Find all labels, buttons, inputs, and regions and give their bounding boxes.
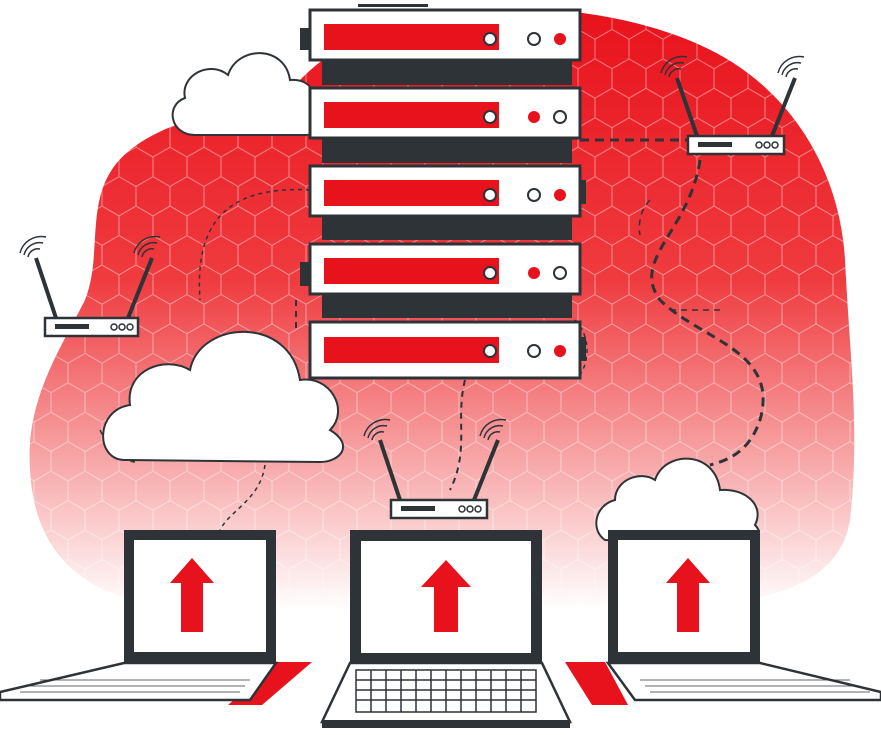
cloud-icon [102,52,760,547]
cloud-middle-left [102,330,344,464]
dashed-link-right-short-2 [638,199,651,236]
upload-arrow-icon [170,558,214,632]
router-center [363,418,507,520]
server-unit-5 [308,320,582,380]
upload-arrow-icon [421,560,471,632]
dashed-link-cloud-laptop-left [219,464,266,531]
router-left [19,235,161,338]
cloud-top-left [171,52,324,136]
connection-lines [99,138,765,531]
server-rack-icon [300,4,586,380]
dashed-link-rack-center-router [449,379,466,491]
laptop-left [0,530,312,705]
wifi-router-icon [19,55,805,520]
server-unit-1 [308,8,582,62]
dashed-link-left-cloud-rack [198,188,311,301]
dashed-link-router-right-cloud [650,159,765,467]
cloud-right [595,457,760,547]
upload-arrow-icon [666,558,710,632]
server-unit-4 [308,242,582,296]
router-top-right [660,55,805,156]
laptop-center [320,530,572,728]
laptop-right [565,530,881,705]
server-unit-3 [308,164,582,218]
server-unit-2 [308,86,582,140]
laptop-icon [0,530,881,728]
